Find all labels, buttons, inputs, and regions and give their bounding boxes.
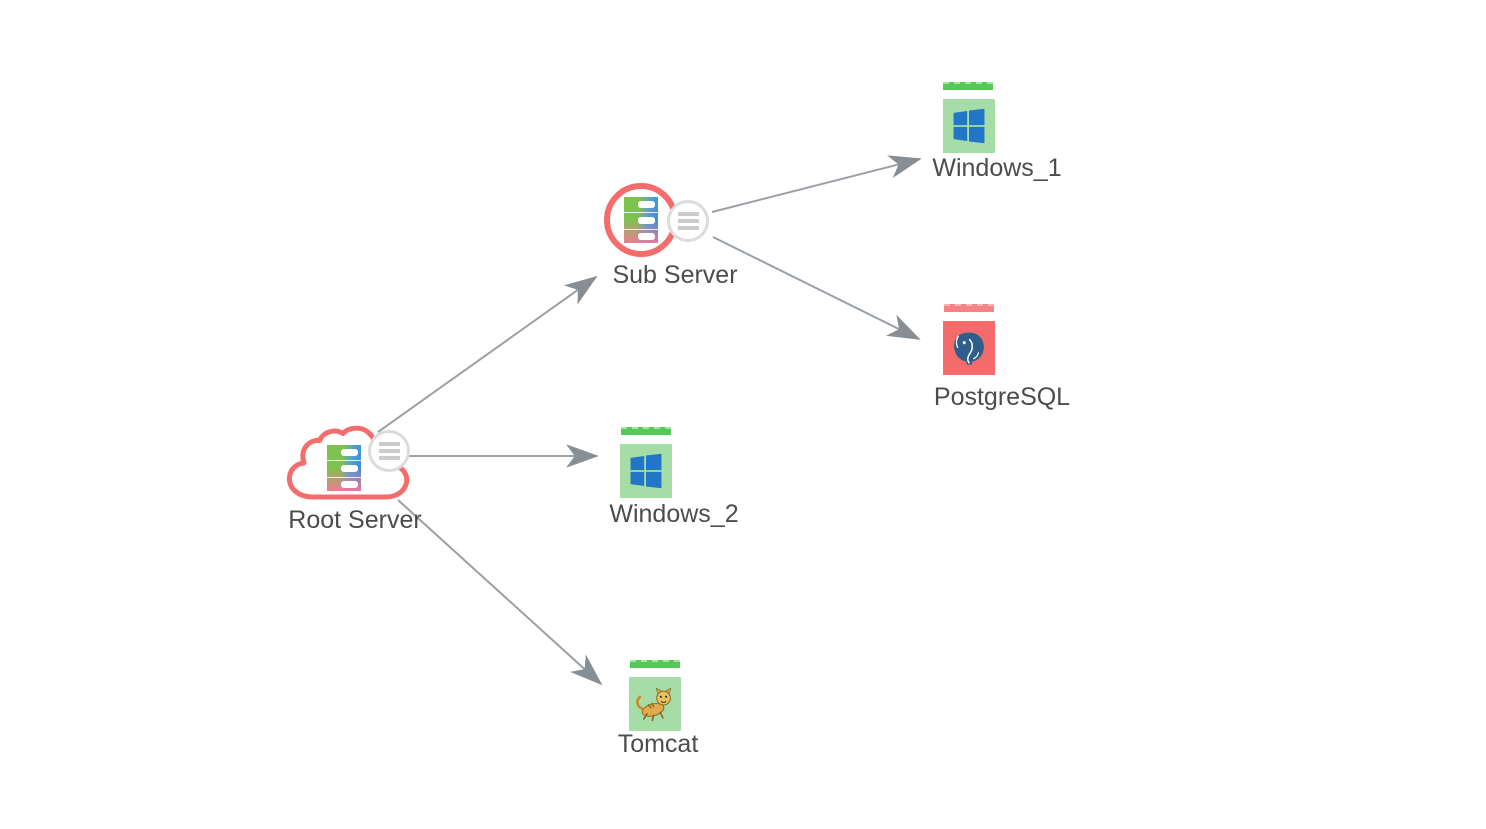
node-label: Windows_2	[609, 500, 739, 528]
edge-sub-to-postgresql	[712, 236, 921, 340]
node-label: PostgreSQL	[933, 383, 1071, 411]
postgresql-icon	[954, 332, 984, 365]
status-bar	[943, 82, 993, 90]
node-label: Sub Server	[612, 261, 738, 289]
node-label: Windows_1	[932, 154, 1062, 182]
sub-server-menu-button[interactable]	[667, 200, 709, 242]
edge-root-to-sub	[377, 275, 598, 433]
edge-root-to-tomcat	[397, 499, 603, 686]
server-stack-icon	[624, 197, 658, 243]
tomcat-icon	[636, 687, 672, 722]
node-label: Tomcat	[617, 730, 699, 758]
edge-sub-to-windows1	[711, 155, 922, 213]
status-bar	[621, 427, 671, 435]
node-label: Root Server	[288, 506, 422, 534]
windows-icon	[630, 453, 662, 489]
status-bar	[630, 660, 680, 668]
server-stack-icon	[327, 445, 361, 491]
windows-icon	[953, 108, 985, 144]
status-bar	[944, 304, 994, 312]
root-server-menu-button[interactable]	[368, 430, 410, 472]
